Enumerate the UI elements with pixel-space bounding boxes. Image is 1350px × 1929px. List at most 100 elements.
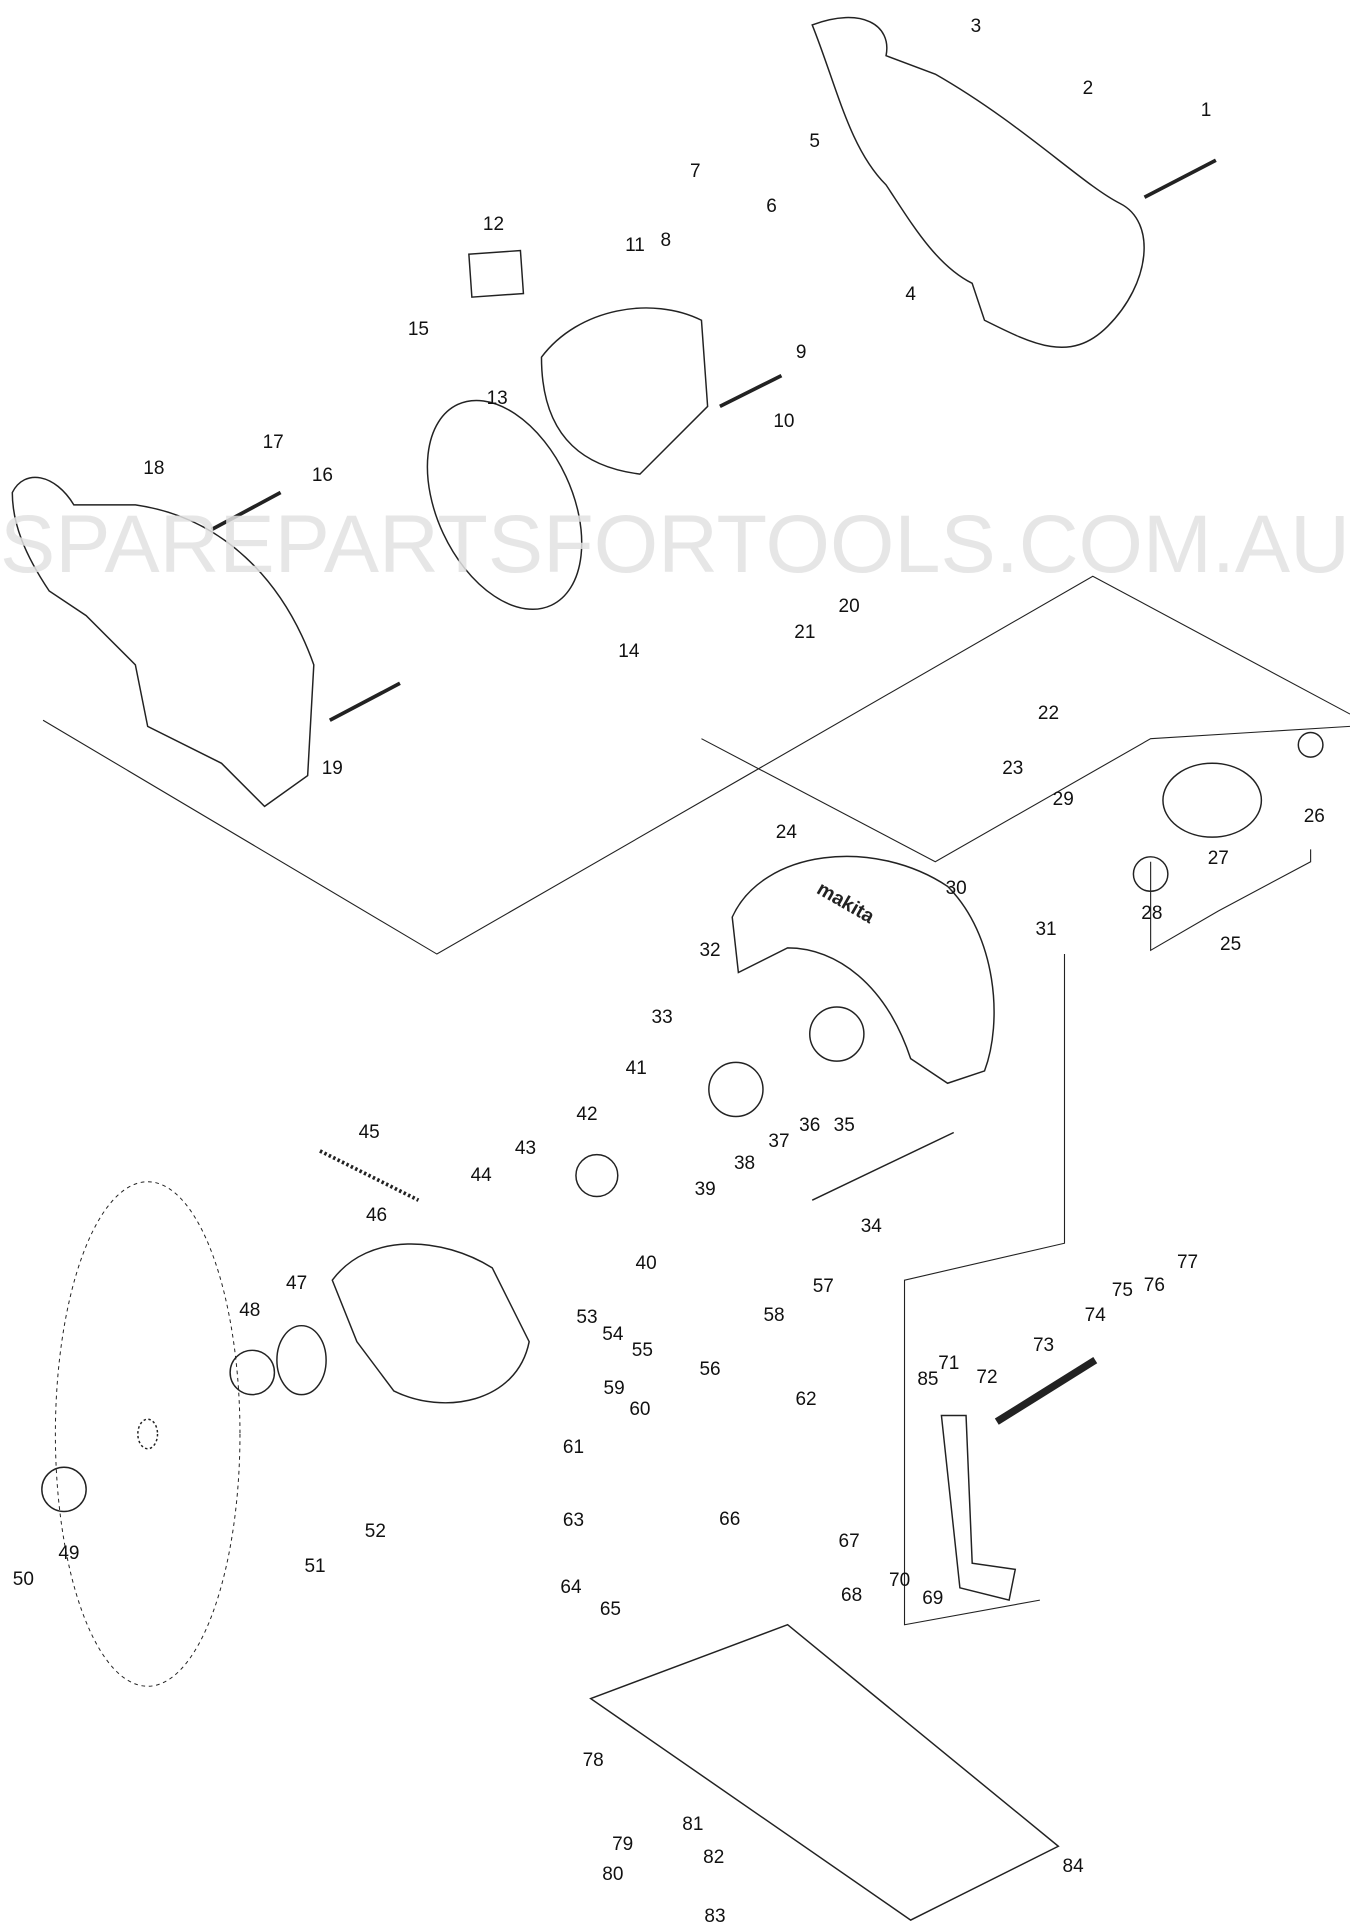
- part-label-32[interactable]: 32: [699, 940, 721, 962]
- part-label-14[interactable]: 14: [618, 641, 640, 663]
- flange-48: [229, 1349, 276, 1396]
- ring-47: [276, 1324, 327, 1396]
- part-label-26[interactable]: 26: [1303, 806, 1325, 828]
- part-label-56[interactable]: 56: [699, 1358, 721, 1380]
- part-label-34[interactable]: 34: [860, 1215, 882, 1237]
- motor-housing-left: [11, 476, 315, 808]
- part-label-4[interactable]: 4: [905, 284, 916, 306]
- part-label-36[interactable]: 36: [799, 1115, 821, 1137]
- part-label-29[interactable]: 29: [1052, 788, 1074, 810]
- part-label-47[interactable]: 47: [286, 1272, 308, 1294]
- part-label-17[interactable]: 17: [262, 432, 284, 454]
- part-label-61[interactable]: 61: [562, 1437, 585, 1459]
- part-label-23[interactable]: 23: [1002, 758, 1024, 780]
- part-label-84[interactable]: 84: [1062, 1855, 1084, 1877]
- part-label-64[interactable]: 64: [560, 1576, 582, 1598]
- part-label-42[interactable]: 42: [576, 1103, 598, 1125]
- part-label-69[interactable]: 69: [922, 1587, 944, 1609]
- part-label-66[interactable]: 66: [719, 1508, 741, 1530]
- part-label-51[interactable]: 51: [304, 1555, 326, 1577]
- shaft-73: [994, 1357, 1098, 1425]
- part-label-44[interactable]: 44: [470, 1165, 492, 1187]
- part-label-63[interactable]: 63: [562, 1510, 585, 1532]
- part-label-49[interactable]: 49: [58, 1543, 80, 1565]
- part-label-76[interactable]: 76: [1143, 1275, 1165, 1296]
- part-label-57[interactable]: 57: [812, 1276, 834, 1298]
- part-label-50[interactable]: 50: [12, 1569, 34, 1591]
- part-label-65[interactable]: 65: [599, 1598, 621, 1620]
- part-label-48[interactable]: 48: [239, 1299, 261, 1321]
- part-label-77[interactable]: 77: [1176, 1251, 1199, 1273]
- part-label-46[interactable]: 46: [365, 1204, 388, 1226]
- part-label-81[interactable]: 81: [682, 1814, 704, 1836]
- part-label-52[interactable]: 52: [364, 1521, 386, 1543]
- part-label-27[interactable]: 27: [1207, 847, 1229, 869]
- part-label-3[interactable]: 3: [970, 16, 982, 38]
- part-label-31[interactable]: 31: [1035, 919, 1057, 941]
- part-label-80[interactable]: 80: [602, 1864, 624, 1886]
- part-label-5[interactable]: 5: [809, 130, 820, 152]
- gear-38: [708, 1061, 764, 1118]
- part-label-33[interactable]: 33: [651, 1006, 673, 1028]
- part-label-1[interactable]: 1: [1200, 99, 1212, 121]
- spring-45: [319, 1149, 420, 1202]
- part-label-28[interactable]: 28: [1141, 903, 1163, 925]
- part-label-15[interactable]: 15: [407, 318, 429, 340]
- part-label-16[interactable]: 16: [311, 465, 333, 487]
- part-label-70[interactable]: 70: [889, 1570, 911, 1592]
- part-label-25[interactable]: 25: [1220, 934, 1242, 956]
- part-label-53[interactable]: 53: [576, 1307, 598, 1328]
- part-label-85[interactable]: 85: [917, 1368, 939, 1390]
- part-label-12[interactable]: 12: [482, 214, 505, 236]
- part-label-75[interactable]: 75: [1111, 1279, 1133, 1301]
- part-label-22[interactable]: 22: [1037, 702, 1060, 724]
- part-label-73[interactable]: 73: [1032, 1335, 1055, 1357]
- part-label-20[interactable]: 20: [838, 595, 860, 617]
- part-label-43[interactable]: 43: [514, 1138, 537, 1160]
- part-label-37[interactable]: 37: [768, 1131, 790, 1153]
- part-label-68[interactable]: 68: [841, 1585, 863, 1607]
- part-label-10[interactable]: 10: [773, 411, 795, 433]
- watermark: SPAREPARTSFORTOOLS.COM.AU: [0, 500, 1350, 580]
- part-label-19[interactable]: 19: [321, 758, 343, 780]
- arm-71: [940, 1414, 1017, 1602]
- part-label-55[interactable]: 55: [631, 1340, 653, 1362]
- part-label-18[interactable]: 18: [143, 457, 165, 479]
- part-label-40[interactable]: 40: [635, 1252, 657, 1274]
- part-label-45[interactable]: 45: [358, 1122, 380, 1144]
- part-label-2[interactable]: 2: [1082, 77, 1094, 99]
- part-label-39[interactable]: 39: [694, 1179, 716, 1201]
- part-label-21[interactable]: 21: [794, 621, 816, 643]
- part-label-8[interactable]: 8: [660, 230, 672, 252]
- part-label-72[interactable]: 72: [976, 1367, 998, 1389]
- part-label-79[interactable]: 79: [612, 1833, 634, 1855]
- part-label-78[interactable]: 78: [582, 1750, 604, 1772]
- group-outline-gear: [701, 725, 1350, 863]
- part-label-60[interactable]: 60: [629, 1399, 651, 1421]
- lower-guard: [331, 1243, 530, 1404]
- bolt-17: [210, 490, 282, 532]
- part-label-30[interactable]: 30: [945, 877, 967, 899]
- part-label-71[interactable]: 71: [938, 1352, 960, 1374]
- part-label-83[interactable]: 83: [704, 1906, 726, 1928]
- part-label-35[interactable]: 35: [833, 1115, 855, 1137]
- bearing-42: [575, 1153, 619, 1198]
- part-label-59[interactable]: 59: [603, 1378, 625, 1400]
- part-label-58[interactable]: 58: [763, 1304, 785, 1326]
- part-label-11[interactable]: 11: [625, 235, 645, 257]
- spacer-35: [809, 1006, 865, 1062]
- part-label-82[interactable]: 82: [703, 1847, 725, 1869]
- part-label-9[interactable]: 9: [795, 342, 807, 364]
- part-label-74[interactable]: 74: [1084, 1304, 1106, 1326]
- part-label-54[interactable]: 54: [602, 1324, 624, 1346]
- part-label-24[interactable]: 24: [775, 822, 797, 844]
- part-label-67[interactable]: 67: [838, 1530, 860, 1552]
- part-label-6[interactable]: 6: [766, 195, 777, 217]
- part-label-62[interactable]: 62: [795, 1389, 817, 1411]
- part-label-38[interactable]: 38: [733, 1153, 756, 1175]
- motor-housing-right: [811, 16, 1145, 348]
- part-label-7[interactable]: 7: [690, 161, 701, 183]
- part-label-13[interactable]: 13: [486, 387, 508, 409]
- part-label-41[interactable]: 41: [625, 1058, 647, 1080]
